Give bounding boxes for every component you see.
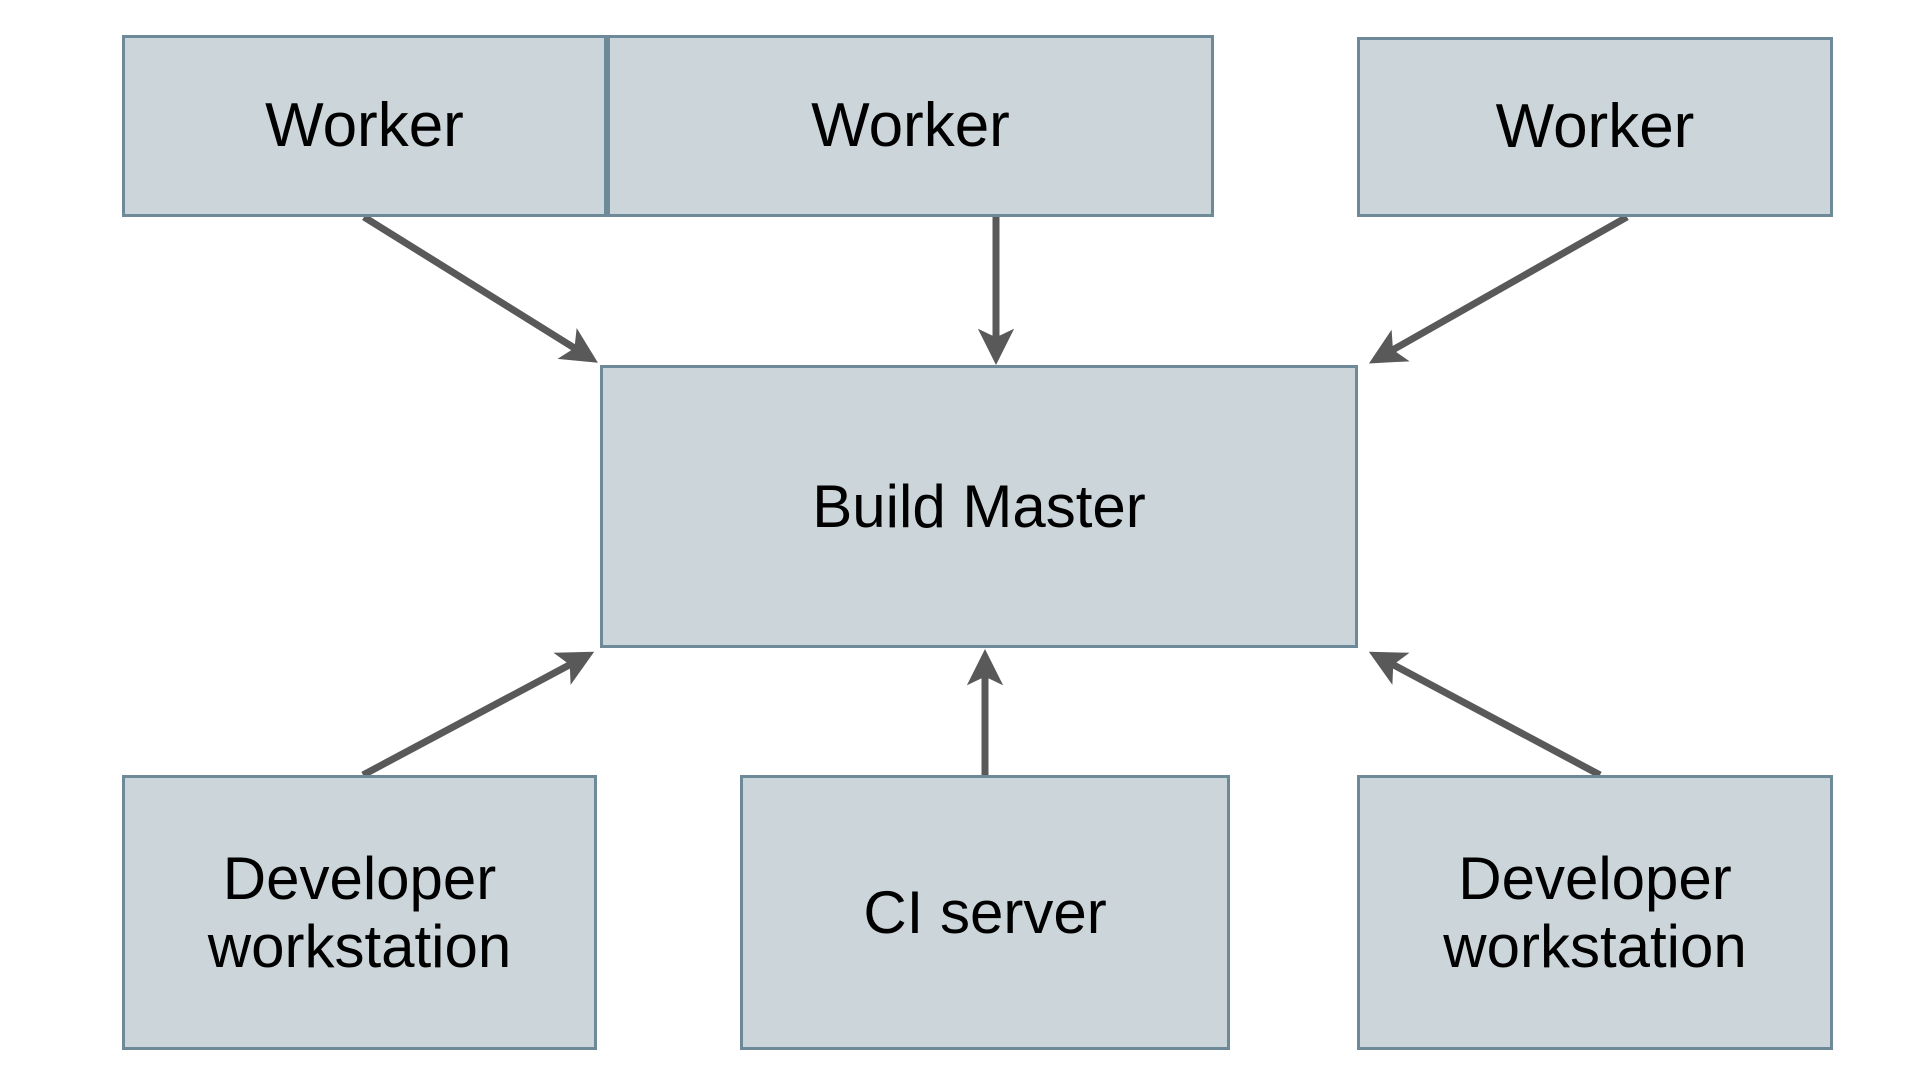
edge-worker-right-to-master: [1368, 213, 1629, 364]
node-worker-right-label: Worker: [1495, 92, 1695, 162]
node-worker-left[interactable]: Worker: [122, 35, 607, 217]
node-ci-server-label: CI server: [863, 878, 1107, 946]
edge-dev-left-to-master: [361, 651, 595, 779]
node-ci-server[interactable]: CI server: [740, 775, 1230, 1050]
node-worker-left-label: Worker: [265, 91, 464, 161]
node-developer-workstation-left-label: Developer workstation: [207, 845, 512, 980]
node-developer-workstation-left[interactable]: Developer workstation: [122, 775, 597, 1050]
node-build-master[interactable]: Build Master: [600, 365, 1358, 648]
node-developer-workstation-right[interactable]: Developer workstation: [1357, 775, 1833, 1050]
node-worker-middle[interactable]: Worker: [607, 35, 1214, 217]
edge-dev-right-to-master: [1368, 651, 1602, 779]
node-build-master-label: Build Master: [812, 472, 1146, 540]
node-worker-right[interactable]: Worker: [1357, 37, 1833, 217]
node-developer-workstation-right-label: Developer workstation: [1443, 845, 1747, 980]
node-worker-middle-label: Worker: [811, 91, 1010, 161]
edge-worker-left-to-master: [362, 214, 598, 363]
